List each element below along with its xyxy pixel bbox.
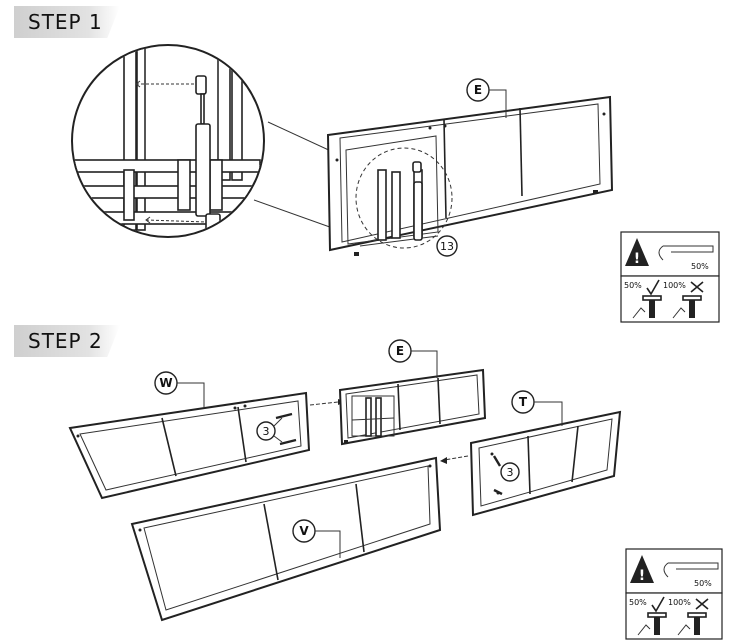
torque-setting-2: 50% — [694, 579, 712, 588]
frame-e — [326, 95, 614, 256]
step-2-title: STEP 2 — [28, 329, 103, 353]
callout-13: 13 — [436, 235, 458, 257]
callout-3-t-text: 3 — [507, 466, 514, 479]
panel-t — [469, 410, 622, 517]
callout-3-w-text: 3 — [263, 425, 270, 438]
label-v-text: V — [299, 524, 309, 538]
screws-w: 3 — [256, 412, 297, 446]
label-w-text: W — [159, 376, 172, 390]
callout-13-text: 13 — [440, 240, 454, 253]
label-e-step2-text: E — [396, 344, 404, 358]
detail-magnifier — [71, 44, 265, 238]
panel-v — [130, 456, 442, 622]
svg-text:100%: 100% — [668, 598, 691, 607]
frame-e-step2 — [338, 368, 487, 446]
svg-text:50%: 50% — [629, 598, 647, 607]
allen-key-icon-2 — [663, 562, 719, 578]
step-1-banner: STEP 1 — [14, 6, 120, 38]
torque-warning-panel-1: ! 50% 50% 100% — [620, 231, 720, 323]
label-t: T — [511, 390, 563, 426]
svg-text:!: ! — [639, 568, 645, 584]
svg-text:!: ! — [634, 251, 640, 267]
label-t-text: T — [519, 395, 528, 409]
allen-key-icon — [658, 245, 714, 261]
panel-w — [68, 391, 311, 500]
label-e-step2: E — [388, 339, 438, 378]
step-1-title: STEP 1 — [28, 10, 103, 34]
label-v: V — [292, 519, 341, 558]
screws-t: 3 — [492, 455, 520, 496]
torque-setting-1: 50% — [691, 262, 709, 271]
label-e-text: E — [474, 83, 482, 97]
label-w: W — [154, 371, 205, 408]
label-e: E — [466, 78, 507, 118]
step-2-banner: STEP 2 — [14, 325, 120, 357]
svg-text:100%: 100% — [663, 281, 686, 290]
torque-warning-panel-2: ! 50% 50% 100% — [625, 548, 723, 640]
svg-text:50%: 50% — [624, 281, 642, 290]
